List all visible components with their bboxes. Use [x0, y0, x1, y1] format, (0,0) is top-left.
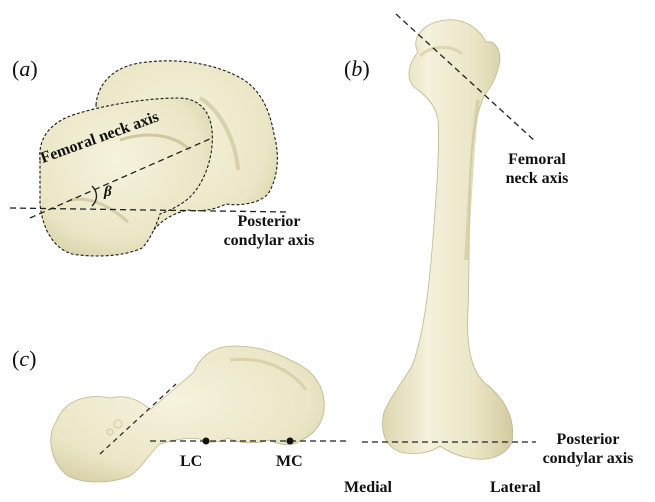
medial-label: Medial	[344, 478, 392, 497]
panel-b-femur-shape	[383, 20, 513, 459]
beta-symbol: β	[104, 184, 112, 201]
lc-label: LC	[180, 452, 202, 471]
panel-label-a: (a)	[12, 56, 38, 82]
posterior-condylar-axis-label-a: Posterior condylar axis	[214, 212, 324, 250]
lc-point	[203, 438, 210, 445]
posterior-condylar-axis-label-b: Posterior condylar axis	[532, 430, 644, 468]
lateral-label: Lateral	[490, 478, 541, 497]
panel-label-c: (c)	[12, 346, 36, 372]
mc-label: MC	[276, 452, 303, 471]
panel-label-b: (b)	[344, 56, 370, 82]
femoral-neck-axis-label-b: Femoral neck axis	[496, 150, 578, 188]
panel-b-femur	[383, 20, 513, 459]
mc-point	[287, 438, 294, 445]
